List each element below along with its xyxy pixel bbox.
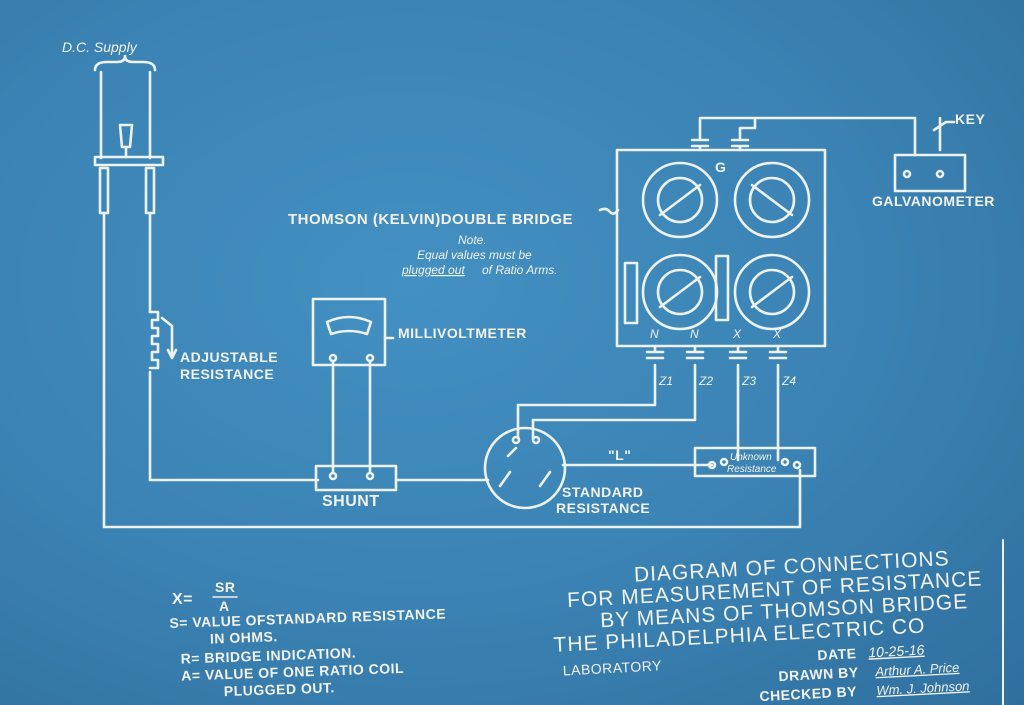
key: KEY xyxy=(932,111,985,152)
legend-line-s: S= VALUE OFSTANDARD RESISTANCE xyxy=(169,605,446,631)
millivoltmeter-label: MILLIVOLTMETER xyxy=(398,325,527,341)
formula-legend: X= SR A S= VALUE OFSTANDARD RESISTANCE I… xyxy=(169,579,446,699)
checked-by-signature: Wm. J. Johnson xyxy=(876,678,970,698)
fuse-left xyxy=(98,166,110,215)
legend-line-r: R= BRIDGE INDICATION. xyxy=(180,645,356,667)
galvanometer: GALVANOMETER xyxy=(872,153,995,209)
return-wire xyxy=(102,211,802,529)
terminal-label-z3: Z3 xyxy=(741,374,756,388)
date-value: 10-25-16 xyxy=(868,642,925,661)
unknown-label-2: Resistance xyxy=(727,464,777,475)
drawn-by-label: DRAWN BY xyxy=(778,664,859,684)
note-line-2a: plugged out xyxy=(401,263,465,277)
laboratory-label: LABORATORY xyxy=(562,657,662,678)
brace-icon xyxy=(93,54,157,72)
checked-by-label: CHECKED BY xyxy=(759,683,857,704)
dc-supply-label: D.C. Supply xyxy=(62,39,138,55)
galvanometer-label: GALVANOMETER xyxy=(872,193,995,209)
terminal-label-x1: X xyxy=(732,327,742,341)
switch-handle-icon xyxy=(118,123,134,159)
unknown-label-1: Unknown xyxy=(730,452,772,463)
unknown-resistance: Unknown Resistance xyxy=(693,446,817,478)
standard-label-1: STANDARD xyxy=(562,484,644,500)
terminal-label-n1: N xyxy=(650,327,659,341)
standard-label-2: RESISTANCE xyxy=(556,500,650,516)
date-label: DATE xyxy=(817,645,857,663)
note-heading: Note. xyxy=(458,233,487,247)
note-line-1: Equal values must be xyxy=(417,248,532,262)
note-line-2b: of Ratio Arms. xyxy=(482,263,558,277)
fuse-right xyxy=(144,166,156,215)
drawn-by-signature: Arthur A. Price xyxy=(874,660,960,679)
terminal-label-x2: X xyxy=(772,327,782,341)
formula-denominator: A xyxy=(219,598,230,614)
standard-resistance: STANDARD RESISTANCE xyxy=(483,426,650,516)
terminal-label-n2: N xyxy=(690,327,699,341)
legend-line-ohms: IN OHMS. xyxy=(210,628,278,646)
terminal-label-z2: Z2 xyxy=(698,374,713,388)
terminal-label-z4: Z4 xyxy=(781,374,796,388)
millivoltmeter: MILLIVOLTMETER xyxy=(311,297,527,474)
dc-supply: D.C. Supply xyxy=(62,39,165,215)
legend-line-a: A= VALUE OF ONE RATIO COIL xyxy=(181,660,404,684)
l-label: "L" xyxy=(608,447,631,463)
kelvin-double-bridge: N N X X Z1 Z2 Z3 Z4 G xyxy=(615,116,917,388)
terminal-label-z1: Z1 xyxy=(658,374,673,388)
bridge-wires xyxy=(516,363,780,462)
legend-line-plugged: PLUGGED OUT. xyxy=(224,679,336,699)
formula-lhs: X= xyxy=(172,591,193,608)
title-block: DIAGRAM OF CONNECTIONS FOR MEASUREMENT O… xyxy=(553,547,983,704)
bottom-terminals xyxy=(645,344,788,360)
bridge-label: THOMSON (KELVIN)DOUBLE BRIDGE xyxy=(288,211,573,228)
adjustable-resistance: ADJUSTABLE RESISTANCE xyxy=(148,310,278,382)
formula-numerator: SR xyxy=(215,579,235,595)
key-label: KEY xyxy=(955,111,985,127)
adjustable-label-1: ADJUSTABLE xyxy=(180,349,278,365)
shunt: SHUNT xyxy=(314,464,490,510)
g-label: G xyxy=(715,159,726,175)
shunt-label: SHUNT xyxy=(322,493,380,510)
bridge-dials xyxy=(641,161,811,331)
adjustable-label-2: RESISTANCE xyxy=(180,366,274,382)
switch-base xyxy=(93,155,165,167)
supply-wire xyxy=(148,211,320,482)
